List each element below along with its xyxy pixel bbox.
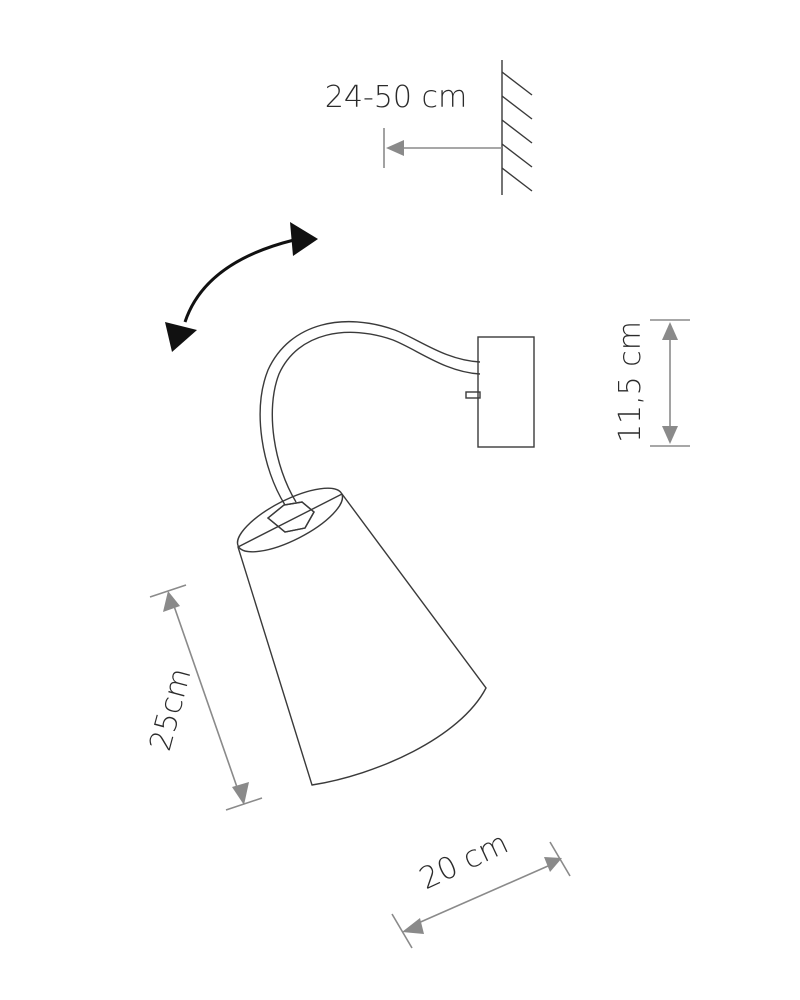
shade-width-label: 20 cm: [414, 826, 513, 897]
shade-width-dimension: [391, 841, 571, 949]
lamp-shade: [236, 487, 487, 786]
double-headed-curved-arrow-icon: [165, 222, 318, 352]
flexible-arm: [259, 320, 481, 506]
mount-height-label: 11,5 cm: [613, 321, 648, 443]
shade-height-label: 25cm: [143, 664, 199, 754]
hatched-wall-icon: [501, 60, 533, 195]
wall-mount-plate: [465, 336, 535, 448]
mount-height-dimension: [650, 319, 690, 447]
shade-height-dimension: [149, 584, 263, 811]
wall-distance-label: 24-50 cm: [325, 80, 467, 115]
wall-distance-dimension: [383, 128, 502, 168]
